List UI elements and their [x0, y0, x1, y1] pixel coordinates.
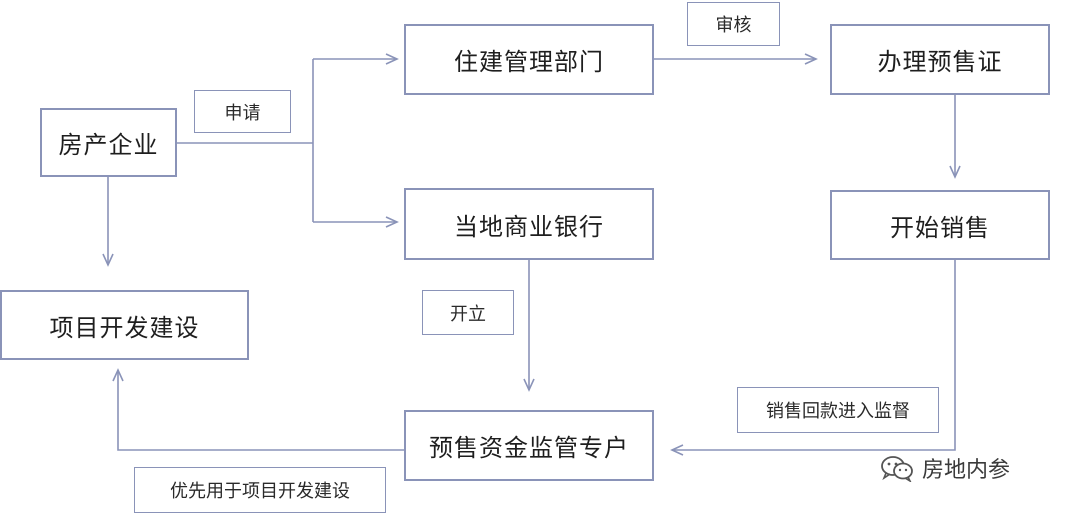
node-presale-cert: 办理预售证: [830, 24, 1050, 95]
edge-sales-to-escrow: [670, 260, 956, 456]
node-local-bank: 当地商业银行: [404, 188, 654, 260]
watermark-text: 房地内参: [922, 458, 1011, 483]
node-housing-dept: 住建管理部门: [404, 24, 654, 95]
node-start-sales: 开始销售: [830, 190, 1050, 260]
wechat-icon: [880, 454, 914, 484]
watermark: 房地内参: [880, 452, 1010, 484]
label-review: 审核: [687, 2, 780, 46]
label-open: 开立: [422, 290, 514, 335]
node-escrow-account: 预售资金监管专户: [404, 410, 654, 481]
node-project-dev: 项目开发建设: [0, 290, 249, 360]
label-sales-proceeds: 销售回款进入监督: [737, 387, 939, 433]
node-developer: 房产企业: [40, 108, 177, 177]
edge-escrow-to-project: [112, 368, 404, 451]
label-priority-use: 优先用于项目开发建设: [134, 467, 386, 513]
label-apply: 申请: [194, 90, 291, 133]
